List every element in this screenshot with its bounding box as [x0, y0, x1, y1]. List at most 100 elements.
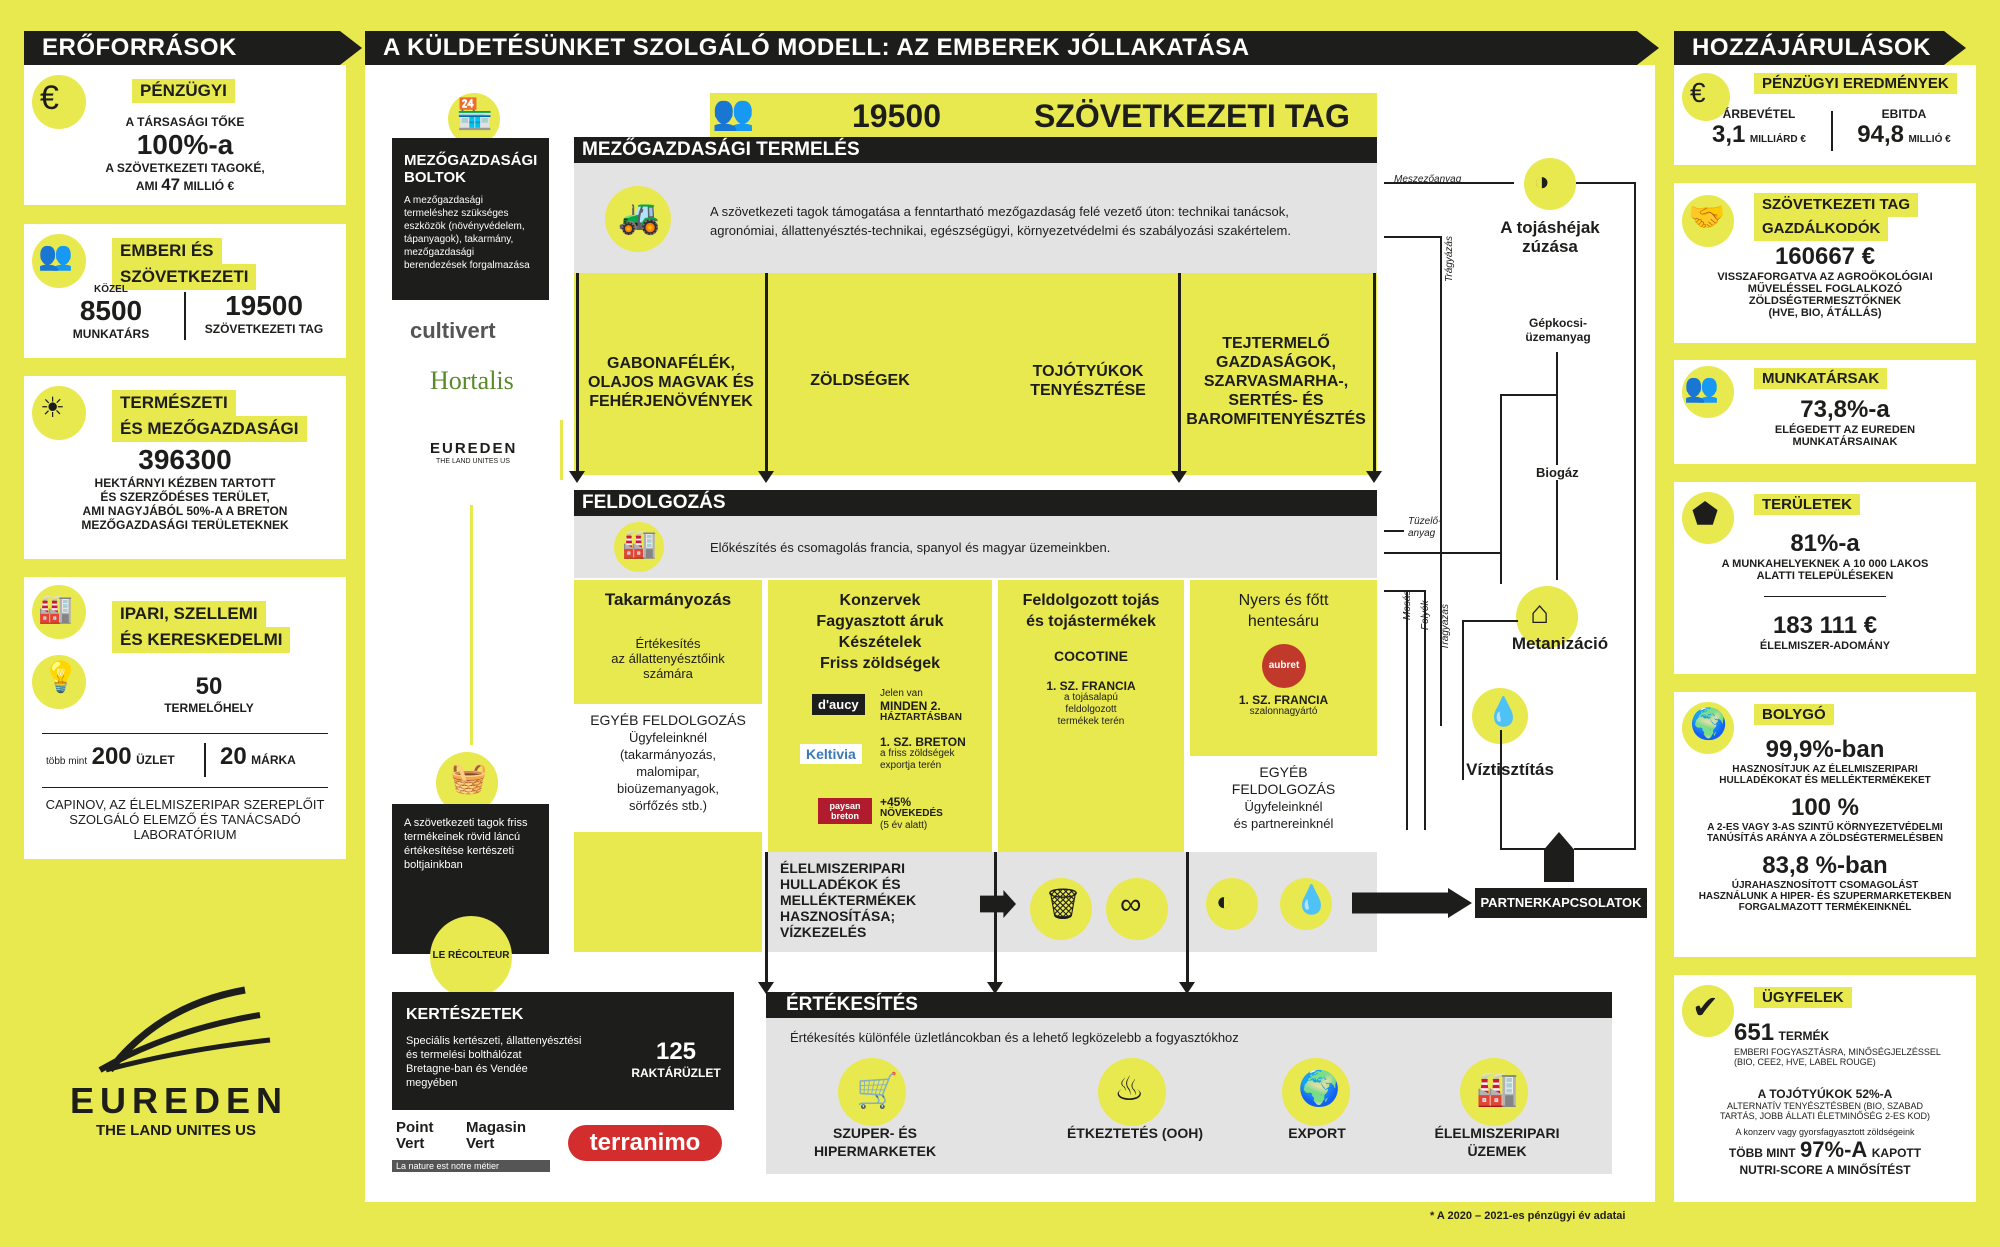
flow-biogas: Biogáz [1536, 465, 1579, 480]
processing-text: Előkészítés és csomagolás francia, spany… [710, 540, 1111, 555]
nutriscore-stat: TÖBB MINT 97%-A KAPOTT [1728, 1137, 1922, 1162]
factory-icon: 🏭 [38, 593, 73, 624]
members-count: 19500 [225, 290, 303, 321]
natural-tag1: TERMÉSZETI [112, 390, 236, 416]
members-label: SZÖVETKEZETI TAG [204, 322, 324, 336]
staff-t2: MUNKATÁRSAINAK [1792, 436, 1898, 448]
footnote: * A 2020 – 2021-es pénzügyi év adatai [1430, 1210, 1626, 1222]
waste-l5: VÍZKEZELÉS [780, 924, 867, 940]
lab-t3: LABORATÓRIUM [133, 827, 237, 842]
processing-box [574, 516, 1377, 578]
flow-fuel1: Gépkocsi- [1528, 316, 1588, 330]
meat-t1: 1. SZ. FRANCIA [1238, 693, 1329, 707]
ebitda-unit: MILLIÓ € [1908, 134, 1951, 145]
eggs-t3: feldolgozott [1065, 704, 1117, 715]
sites-count: 50 [195, 673, 223, 700]
chef-hat-icon: ♨ [1114, 1070, 1145, 1108]
agri-text2: agronómiai, állattenyésztés-technikai, e… [710, 223, 1291, 238]
brand-eureden-small: EUREDEN [430, 440, 518, 457]
gardens-title: KERTÉSZETEK [406, 1006, 524, 1023]
flow-wash: Mosás [1402, 590, 1413, 620]
brand-keltivia: Keltivia [800, 744, 862, 764]
planet-panel: 🌍 BOLYGÓ 99,9%-ban HASZNOSÍTJUK AZ ÉLELM… [1674, 692, 1976, 957]
financial-tag: PÉNZÜGYI [132, 79, 235, 103]
canned-col [768, 580, 992, 852]
reinvested-t4: (HVE, BIO, ÁTÁLLÁS) [1768, 307, 1882, 319]
clients-a2: (BIO, CEE2, HVE, LABEL ROUGE) [1734, 1057, 1876, 1067]
brands-stat: 20 MÁRKA [220, 743, 296, 770]
staff-panel: 👥 MUNKATÁRSAK 73,8%-a ELÉGEDETT AZ EURED… [1674, 360, 1976, 464]
waste-l2: HULLADÉKOK ÉS [780, 876, 901, 892]
farmland-icon: ☀ [40, 392, 66, 423]
feed-t1: Értékesítés [635, 636, 701, 651]
flow-fuelgas1: Tüzelő- [1408, 516, 1442, 527]
eggs-t4: termékek terén [1057, 716, 1125, 727]
gardens-t3: Bretagne-ban és Vendée [406, 1063, 528, 1075]
canned-l4: Friss zöldségek [819, 655, 941, 672]
eggs-l1: Feldolgozott tojás [1022, 592, 1160, 609]
water-hand-icon: 💧 [1486, 696, 1521, 727]
euro-refresh-icon: € [1690, 77, 1706, 108]
shops-title1: MEZŐGAZDASÁGI [404, 152, 538, 169]
brand-paysan-breton: paysan breton [818, 798, 872, 824]
member-farmers-tag1: SZÖVETKEZETI TAG [1754, 193, 1919, 217]
canned-l1: Konzervek [839, 592, 921, 609]
idea-bulb-icon: 💡 [42, 661, 80, 694]
recycle-loop-icon: ∞ [1120, 888, 1142, 921]
human-near: KÖZEL [94, 284, 128, 295]
eggshell-crush-icon: ◑ [1534, 166, 1550, 196]
meat-l2: hentesáru [1247, 613, 1320, 630]
eggs-t2: a tojásalapú [1064, 692, 1118, 703]
stores-stat: több mint 200 ÜZLET [46, 743, 175, 770]
lab-t2: SZOLGÁLÓ ELEMZŐ ÉS TANÁCSADÓ [69, 812, 301, 827]
env-certification: 100 % [1790, 794, 1860, 821]
clients-a1: EMBERI FOGYASZTÁSRA, MINŐSÉGJELZÉSSEL [1734, 1047, 1941, 1057]
farm-shop-icon: 🏪 [456, 98, 494, 131]
brand-cultivert: cultivert [410, 318, 496, 343]
revenue-value: 3,1 [1712, 121, 1746, 148]
members-banner-label: SZÖVETKEZETI TAG [1034, 98, 1350, 134]
sales-text: Értékesítés különféle üzletláncokban és … [790, 1030, 1239, 1045]
eggshell-l2: zúzása [1522, 237, 1578, 256]
channel-export: EXPORT [1288, 1125, 1346, 1141]
recolteur-logo [430, 916, 512, 998]
brand-daucy: d'aucy [812, 694, 865, 715]
logo-tagline: THE LAND UNITES US [96, 1122, 257, 1139]
shops-title2: BOLTOK [404, 169, 466, 186]
team-icon: 👥 [1684, 372, 1719, 403]
staff-satisfaction: 73,8%-a [1800, 396, 1890, 423]
brand-aubret: aubret [1262, 644, 1306, 688]
gardens-count: 125 [655, 1038, 697, 1065]
financial-line2: A SZÖVETKEZETI TAGOKÉ, [105, 161, 265, 175]
products-unit: TERMÉK [1778, 1029, 1830, 1043]
planet-globe-icon: 🌍 [1690, 708, 1728, 741]
revenue-unit: MILLIÁRD € [1749, 134, 1806, 145]
feed-col [574, 580, 762, 704]
waste-l4: HASZNOSÍTÁSA; [780, 908, 896, 924]
water-drop-icon: 💧 [1294, 884, 1329, 915]
feed-t2: az állattenyésztőink [611, 651, 725, 666]
financial-line3: AMI 47 MILLIÓ € [135, 175, 235, 194]
shopping-cart-icon: 🛒 [856, 1072, 899, 1110]
magasin-vert-tagline: La nature est notre métier [392, 1160, 550, 1172]
processing-plant-icon: 🏭 [622, 528, 657, 559]
eggs-col [998, 580, 1184, 852]
clients-b1: ALTERNATÍV TENYÉSZTÉSBEN (BIO, SZABAD [1726, 1101, 1924, 1111]
waste-bin-icon: 🗑 [1044, 888, 1083, 921]
partners-box: PARTNERKAPCSOLATOK [1475, 888, 1647, 918]
agri-production-bar: MEZŐGAZDASÁGI TERMELÉS [574, 137, 1377, 163]
gardens-box: KERTÉSZETEK Speciális kertészeti, állatt… [392, 992, 734, 1110]
gardens-t2: és termelési bolthálózat [406, 1049, 522, 1061]
financial-big: 100%-a [136, 129, 234, 160]
methanizer-icon: ⌂ [1530, 594, 1550, 630]
eureden-swoosh-icon [98, 986, 271, 1073]
canned-l3: Készételek [838, 634, 922, 651]
basket-icon: 🧺 [450, 762, 488, 795]
lab-t1: CAPINOV, AZ ÉLELMISZERIPAR SZEREPLŐIT [45, 797, 325, 812]
human-tag1: EMBERI ÉS [112, 238, 222, 264]
clients-c0: A konzerv vagy gyorsfagyasztott zöldsége… [1735, 1127, 1915, 1137]
channel-ooh: ÉTKEZTETÉS (OOH) [1066, 1125, 1204, 1141]
brand-eureden-tagline: THE LAND UNITES US [436, 458, 510, 465]
agri-col-laying-hens: TOJÓTYÚKOK TENYÉSZTÉSE [1030, 363, 1146, 399]
factory-plant-icon: 🏭 [1476, 1070, 1519, 1108]
